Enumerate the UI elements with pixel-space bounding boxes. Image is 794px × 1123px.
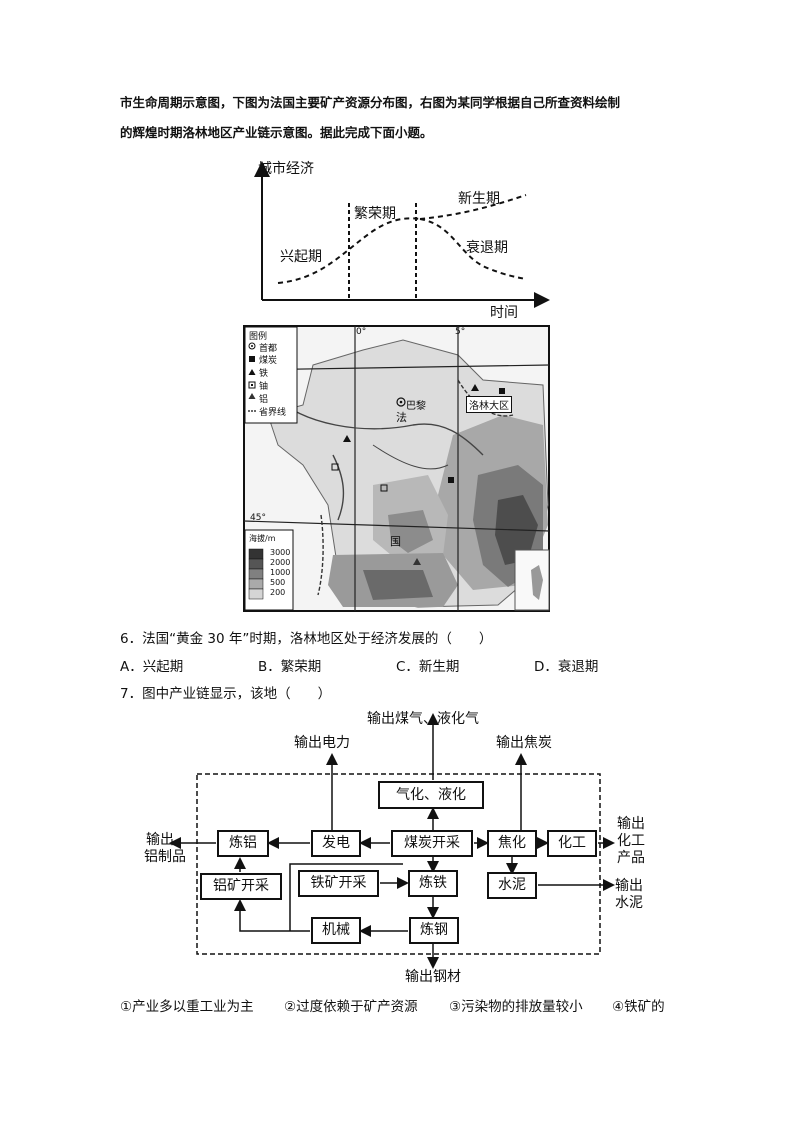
growth-curve (277, 217, 421, 284)
coal-icon (249, 356, 255, 362)
industry-chain-diagram (169, 713, 615, 969)
out-al-label-2: 铝制品 (144, 849, 186, 865)
elev-3000: 3000 (270, 548, 291, 557)
q6-option-a[interactable]: A．兴起期 (120, 659, 184, 675)
stage-prosperity: 繁荣期 (354, 206, 396, 222)
out-steel-label: 输出钢材 (405, 969, 461, 985)
lorraine-iron-icon (471, 384, 479, 391)
q6-option-c[interactable]: C．新生期 (396, 659, 460, 675)
elevation-title: 海拔/m (249, 534, 276, 543)
out-coke-label: 输出焦炭 (496, 735, 552, 751)
q6-option-b[interactable]: B．繁荣期 (258, 659, 322, 675)
iron-west-icon (343, 435, 351, 442)
chemical-box: 化工 (547, 830, 597, 857)
intro-line-1: 市生命周期示意图，下图为法国主要矿产资源分布图，右图为某同学根据自己所查资料绘制 (120, 95, 621, 110)
uranium-west-icon (331, 463, 339, 471)
legend-capital: 首都 (259, 344, 278, 354)
elev-2000-swatch (248, 558, 264, 570)
elev-3000-swatch (248, 548, 264, 560)
renewal-curve (419, 194, 527, 220)
elev-2000: 2000 (270, 558, 291, 567)
coal-mining-box: 煤炭开采 (391, 830, 473, 857)
legend-coal: 煤炭 (259, 356, 278, 366)
statement-4: ④铁矿的 (612, 999, 665, 1015)
lon-5-label: 5° (455, 327, 466, 337)
elev-200: 200 (270, 588, 286, 597)
legend-uranium: 铀 (259, 382, 269, 392)
iron-mining-box: 铁矿开采 (298, 870, 379, 897)
out-chem-label-1: 输出 (617, 816, 645, 832)
lat-45-label: 45° (250, 513, 266, 523)
capital-icon (248, 342, 256, 350)
paris-capital-icon (396, 397, 406, 407)
out-gas-label: 输出煤气、液化气 (367, 711, 479, 727)
elev-500-swatch (248, 578, 264, 590)
aluminum-south-icon (413, 558, 421, 565)
region-boundary (196, 773, 601, 955)
intro-line-2: 的辉煌时期洛林地区产业链示意图。据此完成下面小题。 (120, 125, 433, 140)
paris-label: 巴黎 (406, 401, 426, 412)
q6-stem: 6．法国“黄金 30 年”时期，洛林地区处于经济发展的（ ） (120, 631, 493, 647)
stage-decline: 衰退期 (466, 240, 508, 256)
legend-province-border: 省界线 (259, 408, 287, 418)
q7-stem: 7．图中产业链显示，该地（ ） (120, 686, 332, 702)
aluminum-icon (248, 393, 256, 399)
elev-1000: 1000 (270, 568, 291, 577)
statement-3: ③污染物的排放量较小 (449, 999, 583, 1015)
statement-1: ①产业多以重工业为主 (120, 999, 254, 1015)
elev-200-swatch (248, 588, 264, 600)
elev-500: 500 (270, 578, 286, 587)
uranium-icon (248, 381, 256, 389)
stage-renewal: 新生期 (458, 191, 500, 207)
coal-central-icon (448, 477, 454, 483)
coking-box: 焦化 (487, 830, 537, 857)
legend-aluminum: 铝 (259, 395, 269, 405)
out-cement-label-1: 输出 (615, 878, 643, 894)
lon-0-label: 0° (356, 327, 367, 337)
y-axis-label: 城市经济 (258, 161, 314, 177)
stage-emergence: 兴起期 (280, 249, 322, 265)
country-label-2: 国 (390, 535, 401, 548)
smelt-al-box: 炼铝 (217, 830, 269, 857)
map-legend-title: 图例 (249, 332, 268, 342)
x-axis-label: 时间 (490, 305, 518, 321)
statement-2: ②过度依赖于矿产资源 (284, 999, 418, 1015)
steel-box: 炼钢 (409, 917, 459, 944)
out-power-label: 输出电力 (294, 735, 350, 751)
q6-option-d[interactable]: D．衰退期 (534, 659, 599, 675)
decline-curve (419, 218, 527, 280)
out-al-label-1: 输出 (146, 832, 174, 848)
bauxite-mining-box: 铝矿开采 (200, 873, 282, 900)
power-box: 发电 (311, 830, 361, 857)
iron-smelting-box: 炼铁 (408, 870, 458, 897)
lorraine-label: 洛林大区 (466, 396, 512, 413)
city-lifecycle-diagram (254, 161, 550, 308)
gasify-box: 气化、液化 (378, 781, 484, 809)
legend-iron: 铁 (259, 369, 269, 379)
out-chem-label-3: 产品 (617, 850, 645, 866)
out-chem-label-2: 化工 (617, 833, 645, 849)
lorraine-coal-icon (499, 388, 505, 394)
out-cement-label-2: 水泥 (615, 895, 643, 911)
iron-icon (248, 369, 256, 375)
uranium-central-icon (380, 484, 388, 492)
country-label-1: 法 (396, 411, 407, 424)
elev-1000-swatch (248, 568, 264, 580)
machinery-box: 机械 (311, 917, 361, 944)
cement-box: 水泥 (487, 872, 537, 899)
